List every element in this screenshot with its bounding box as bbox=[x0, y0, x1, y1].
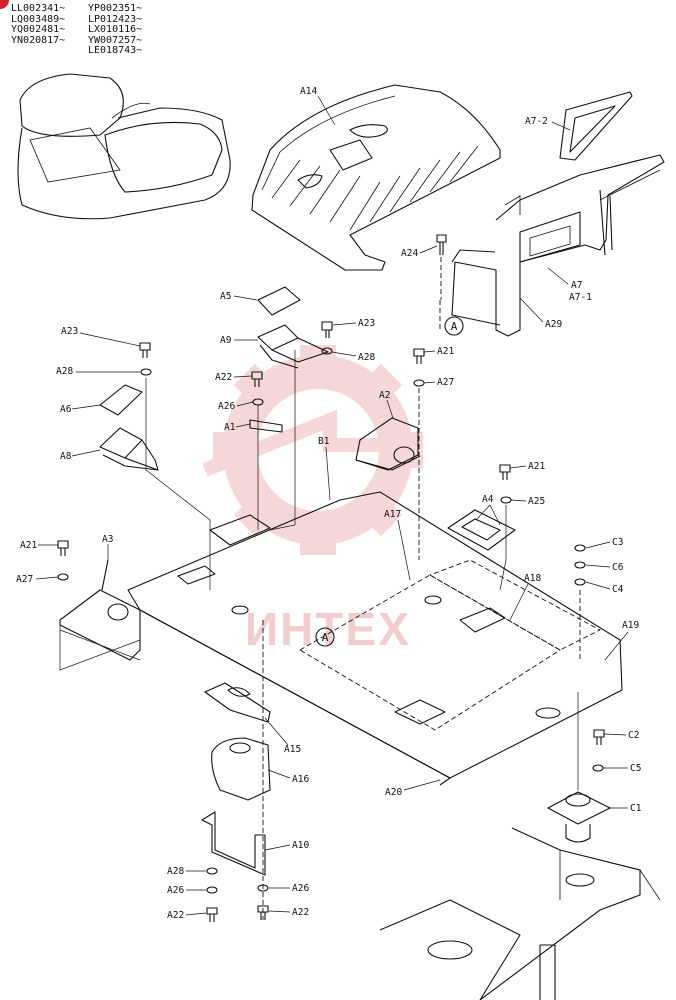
part-a4-plate bbox=[447, 509, 516, 551]
callout-a1: A1 bbox=[224, 422, 236, 433]
reference-marker-a bbox=[315, 627, 335, 647]
serial-number: LX010116~ bbox=[88, 24, 143, 35]
serial-number: LQ003489~ bbox=[11, 13, 66, 25]
callout-a22: A22 bbox=[292, 907, 309, 918]
part-a14-floor-cover bbox=[251, 84, 501, 271]
callout-a20: A20 bbox=[385, 787, 402, 798]
callout-a19: A19 bbox=[622, 620, 639, 631]
callout-a4: A4 bbox=[482, 494, 494, 505]
serial-numbers-right: YP002351~ LP012423~ LX010116~ YW007257~ … bbox=[88, 3, 143, 57]
part-a15-plate bbox=[204, 682, 271, 723]
callout-c5: C5 bbox=[630, 763, 641, 774]
part-b1-floor-plate bbox=[127, 491, 623, 786]
callout-a28: A28 bbox=[56, 366, 73, 377]
callout-a26: A26 bbox=[218, 401, 235, 412]
callout-a21: A21 bbox=[528, 461, 545, 472]
serial-number: LE018743~ bbox=[88, 45, 143, 56]
serial-number: YP002351~ bbox=[88, 3, 143, 14]
callout-a23: A23 bbox=[358, 318, 375, 329]
serial-number: LP012423~ bbox=[88, 13, 143, 25]
serial-number: YQ002481~ bbox=[11, 24, 66, 35]
hardware-c-stack bbox=[574, 544, 605, 772]
callout-a21: A21 bbox=[437, 346, 454, 357]
callout-a21: A21 bbox=[20, 540, 37, 551]
reference-mark-label: A bbox=[322, 631, 329, 644]
callout-a28: A28 bbox=[358, 352, 375, 363]
callout-c6: C6 bbox=[612, 562, 624, 573]
part-a10-bracket bbox=[201, 811, 266, 876]
callout-a15: A15 bbox=[284, 744, 301, 755]
callout-labels: A14 A7-2 A24 A7 A7-1 A29 A5 A9 A23 A28 A… bbox=[16, 86, 642, 921]
callout-a24: A24 bbox=[401, 248, 418, 259]
callout-c3: C3 bbox=[612, 537, 623, 548]
corner-badge bbox=[0, 0, 9, 9]
callout-a27: A27 bbox=[437, 377, 454, 388]
serial-number: YW007257~ bbox=[88, 34, 143, 46]
callout-a22: A22 bbox=[215, 372, 232, 383]
part-a8-pedal bbox=[99, 427, 159, 471]
serial-numbers-left: LL002341~ LQ003489~ YQ002481~ YN020817~ bbox=[11, 3, 66, 46]
callout-a3: A3 bbox=[102, 534, 113, 545]
callout-a8: A8 bbox=[60, 451, 72, 462]
callout-b1: B1 bbox=[318, 436, 330, 447]
part-a9-pedal bbox=[257, 324, 329, 369]
callout-a10: A10 bbox=[292, 840, 309, 851]
callout-c4: C4 bbox=[612, 584, 624, 595]
callout-c1: C1 bbox=[630, 803, 642, 814]
machine-frame-lower bbox=[379, 827, 661, 1000]
serial-number: YN020817~ bbox=[11, 34, 66, 46]
part-a6-pedal-pad bbox=[99, 384, 143, 416]
hardware-bottom-group bbox=[206, 867, 269, 922]
callout-a14: A14 bbox=[300, 86, 317, 97]
callout-a5: A5 bbox=[220, 291, 231, 302]
callout-a26: A26 bbox=[167, 885, 184, 896]
callout-a28: A28 bbox=[167, 866, 184, 877]
part-a7-2-plate bbox=[559, 91, 633, 161]
callout-a7: A7 bbox=[571, 280, 582, 291]
part-a5-pedal-pad bbox=[257, 286, 301, 316]
callout-a18: A18 bbox=[524, 573, 541, 584]
part-a24-bolt bbox=[436, 234, 447, 300]
part-a2-housing bbox=[355, 417, 421, 471]
part-a16-tank bbox=[211, 737, 271, 801]
callout-a25: A25 bbox=[528, 496, 545, 507]
callout-a7-2: A7-2 bbox=[525, 116, 548, 127]
seat-drawing bbox=[17, 73, 231, 220]
reference-marker-a bbox=[444, 316, 464, 336]
callout-a7-1: A7-1 bbox=[569, 292, 592, 303]
callout-c2: C2 bbox=[628, 730, 639, 741]
callout-a6: A6 bbox=[60, 404, 72, 415]
assembly-lines bbox=[59, 300, 579, 920]
serial-number: LL002341~ bbox=[11, 3, 66, 14]
callout-a17: A17 bbox=[384, 509, 401, 520]
callout-a23: A23 bbox=[61, 326, 78, 337]
callout-a27: A27 bbox=[16, 574, 33, 585]
part-c1-mount bbox=[547, 791, 611, 843]
callout-a2: A2 bbox=[379, 390, 390, 401]
callout-a9: A9 bbox=[220, 335, 232, 346]
callout-a16: A16 bbox=[292, 774, 309, 785]
callout-a29: A29 bbox=[545, 319, 562, 330]
reference-mark-label: A bbox=[451, 320, 458, 333]
callout-a26: A26 bbox=[292, 883, 309, 894]
part-a1-bracket bbox=[249, 419, 283, 433]
hardware-top-group bbox=[57, 321, 512, 581]
part-a7-console-frame bbox=[451, 154, 665, 337]
callout-a22: A22 bbox=[167, 910, 184, 921]
